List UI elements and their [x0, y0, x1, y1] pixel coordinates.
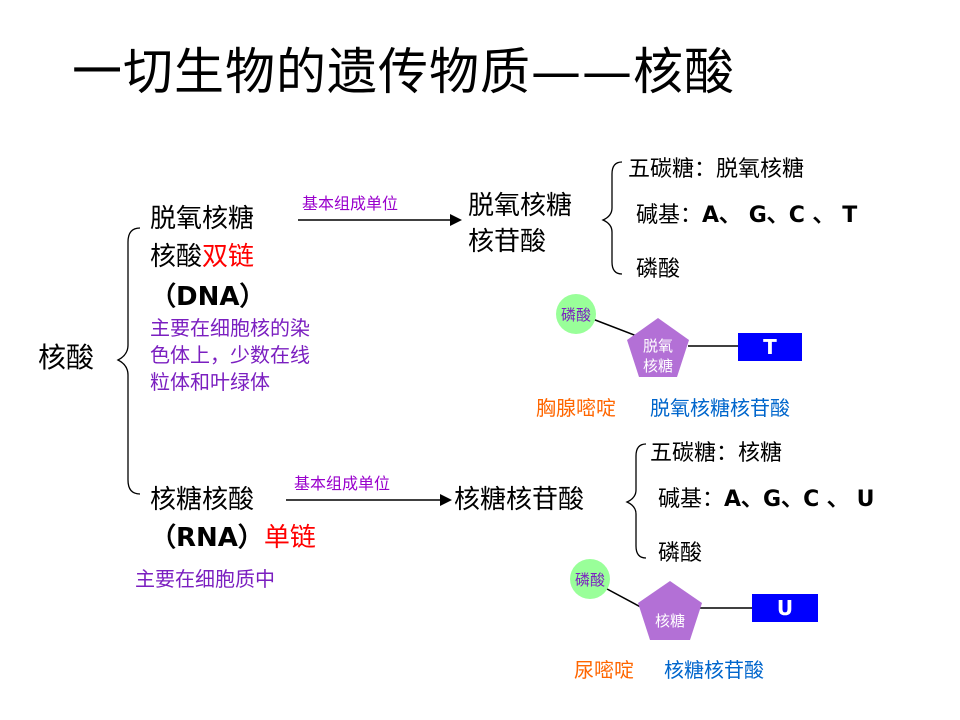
rna-bases-key: 碱基：	[658, 487, 725, 512]
dna-phosphate-label: 磷酸	[560, 306, 591, 324]
rna-nucleotide-name: 核糖核苷酸	[664, 658, 764, 682]
dna-abbr: （DNA）	[150, 282, 266, 312]
dna-sugar-label-1: 脱氧	[642, 337, 673, 355]
dna-component-bases: 碱基：A、 G、C 、 T	[636, 202, 857, 230]
dna-strand-label: 双链	[202, 242, 255, 272]
rna-unit: 核糖核苷酸	[454, 485, 585, 515]
dna-arrow-label: 基本组成单位	[302, 194, 399, 213]
rna-arrow-label: 基本组成单位	[294, 474, 391, 493]
dna-arrowhead	[450, 214, 462, 226]
dna-bases-value: A、 G、C 、 T	[702, 203, 858, 228]
dna-phosphate-circle	[556, 294, 596, 334]
root-brace	[116, 227, 141, 495]
rna-arrowhead	[440, 494, 452, 506]
dna-location-2: 色体上，少数在线	[150, 343, 310, 367]
rna-bases-value: A、G、C 、 U	[724, 487, 875, 512]
dna-unit-brace	[601, 161, 623, 275]
rna-phosphate-label: 磷酸	[574, 571, 605, 589]
rna-component-bases: 碱基：A、G、C 、 U	[658, 486, 874, 514]
dna-name-line1: 脱氧核糖	[150, 204, 255, 234]
page-title: 一切生物的遗传物质——核酸	[72, 43, 735, 101]
root-label: 核酸	[38, 341, 95, 374]
dna-sugar-pentagon	[627, 318, 689, 377]
rna-sugar-value: 核糖	[738, 441, 783, 466]
dna-location-1: 主要在细胞核的染	[150, 316, 310, 340]
rna-location: 主要在细胞质中	[135, 567, 275, 591]
dna-component-sugar: 五碳糖：脱氧核糖	[628, 156, 804, 184]
dna-sugar-value: 脱氧核糖	[716, 157, 805, 182]
rna-abbr-line: （RNA）单链	[150, 522, 316, 554]
rna-component-sugar: 五碳糖：核糖	[650, 440, 782, 468]
rna-strand-label: 单链	[263, 523, 316, 553]
rna-sugar-label: 核糖	[654, 612, 685, 630]
dna-component-phosphate: 磷酸	[636, 257, 681, 282]
dna-sugar-label-2: 核糖	[642, 357, 673, 375]
rna-sugar-pentagon	[638, 581, 702, 640]
dna-name-line2: 核酸双链	[150, 241, 254, 273]
dna-sugar-key: 五碳糖：	[628, 157, 717, 182]
rna-name: 核糖核酸	[150, 485, 255, 515]
dna-unit-line1: 脱氧核糖	[468, 191, 573, 221]
dna-unit-line2: 核苷酸	[468, 227, 547, 257]
dna-base-box: T	[738, 333, 802, 361]
dna-bases-key: 碱基：	[636, 203, 703, 228]
rna-unit-brace	[625, 443, 647, 559]
dna-nucleotide-name: 脱氧核糖核苷酸	[650, 396, 790, 420]
rna-sugar-key: 五碳糖：	[650, 441, 739, 466]
rna-component-phosphate: 磷酸	[658, 541, 703, 566]
dna-bond-phosphate-sugar	[589, 317, 643, 339]
dna-base-name: 胸腺嘧啶	[536, 396, 616, 420]
rna-base-box: U	[752, 594, 818, 622]
dna-location-3: 粒体和叶绿体	[150, 370, 270, 394]
rna-abbr: （RNA）	[150, 523, 264, 553]
rna-phosphate-circle	[570, 559, 610, 599]
rna-base-name: 尿嘧啶	[574, 658, 634, 682]
dna-name-prefix: 核酸	[150, 242, 203, 272]
